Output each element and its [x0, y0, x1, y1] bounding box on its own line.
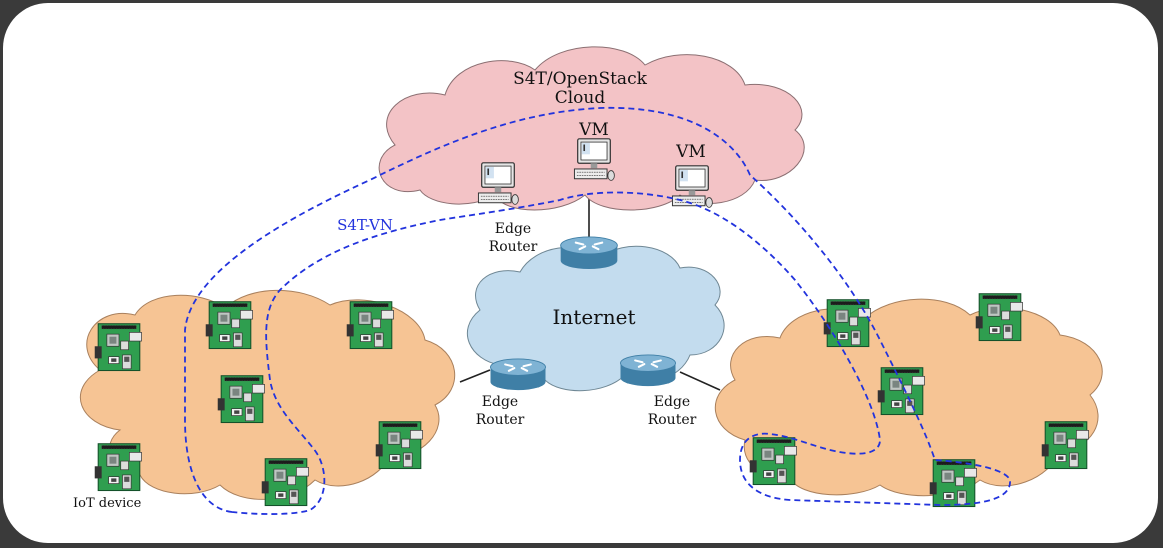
vm-label-2: VM: [578, 120, 609, 140]
iot-board-icon: [375, 421, 424, 470]
link-right-internet: [679, 371, 721, 391]
vm-label-3: VM: [675, 142, 706, 162]
iot-board-icon: [823, 299, 872, 348]
iot-board-icon: [261, 458, 310, 507]
iot-board-icon: [975, 293, 1024, 342]
cloud-title-line1: S4T/OpenStack: [513, 69, 647, 89]
iot-board-icon: [217, 375, 266, 424]
cloud-title-line2: Cloud: [555, 88, 606, 108]
iot-device-label: IoT device: [73, 496, 142, 511]
s4t-vn-label: S4T-VN: [337, 216, 393, 234]
edge-router-left-line1: Edge: [482, 394, 518, 410]
edge-router-left-line2: Router: [476, 412, 525, 428]
iot-board-icon: [205, 301, 254, 350]
internet-label: Internet: [553, 305, 636, 329]
router-icon: [619, 354, 677, 387]
internet-cloud: [467, 245, 725, 392]
router-icon: [559, 236, 619, 270]
iot-board-icon: [749, 437, 798, 486]
edge-router-top-line2: Router: [489, 239, 538, 255]
iot-board-icon: [346, 301, 395, 350]
edge-router-top-line1: Edge: [495, 221, 531, 237]
iot-board-icon: [94, 323, 143, 372]
s4t-vn-boundary: [184, 107, 1011, 515]
iot-board-icon: [877, 367, 926, 416]
computer-icon: [573, 138, 616, 182]
link-left-internet: [459, 369, 491, 383]
iot-board-icon: [94, 443, 143, 492]
router-icon: [489, 358, 547, 391]
iot-board-icon: [929, 459, 978, 508]
computer-icon: [477, 162, 520, 206]
edge-router-right-line1: Edge: [654, 394, 690, 410]
iot-board-icon: [1041, 421, 1090, 470]
edge-router-right-line2: Router: [648, 412, 697, 428]
computer-icon: [671, 165, 714, 209]
